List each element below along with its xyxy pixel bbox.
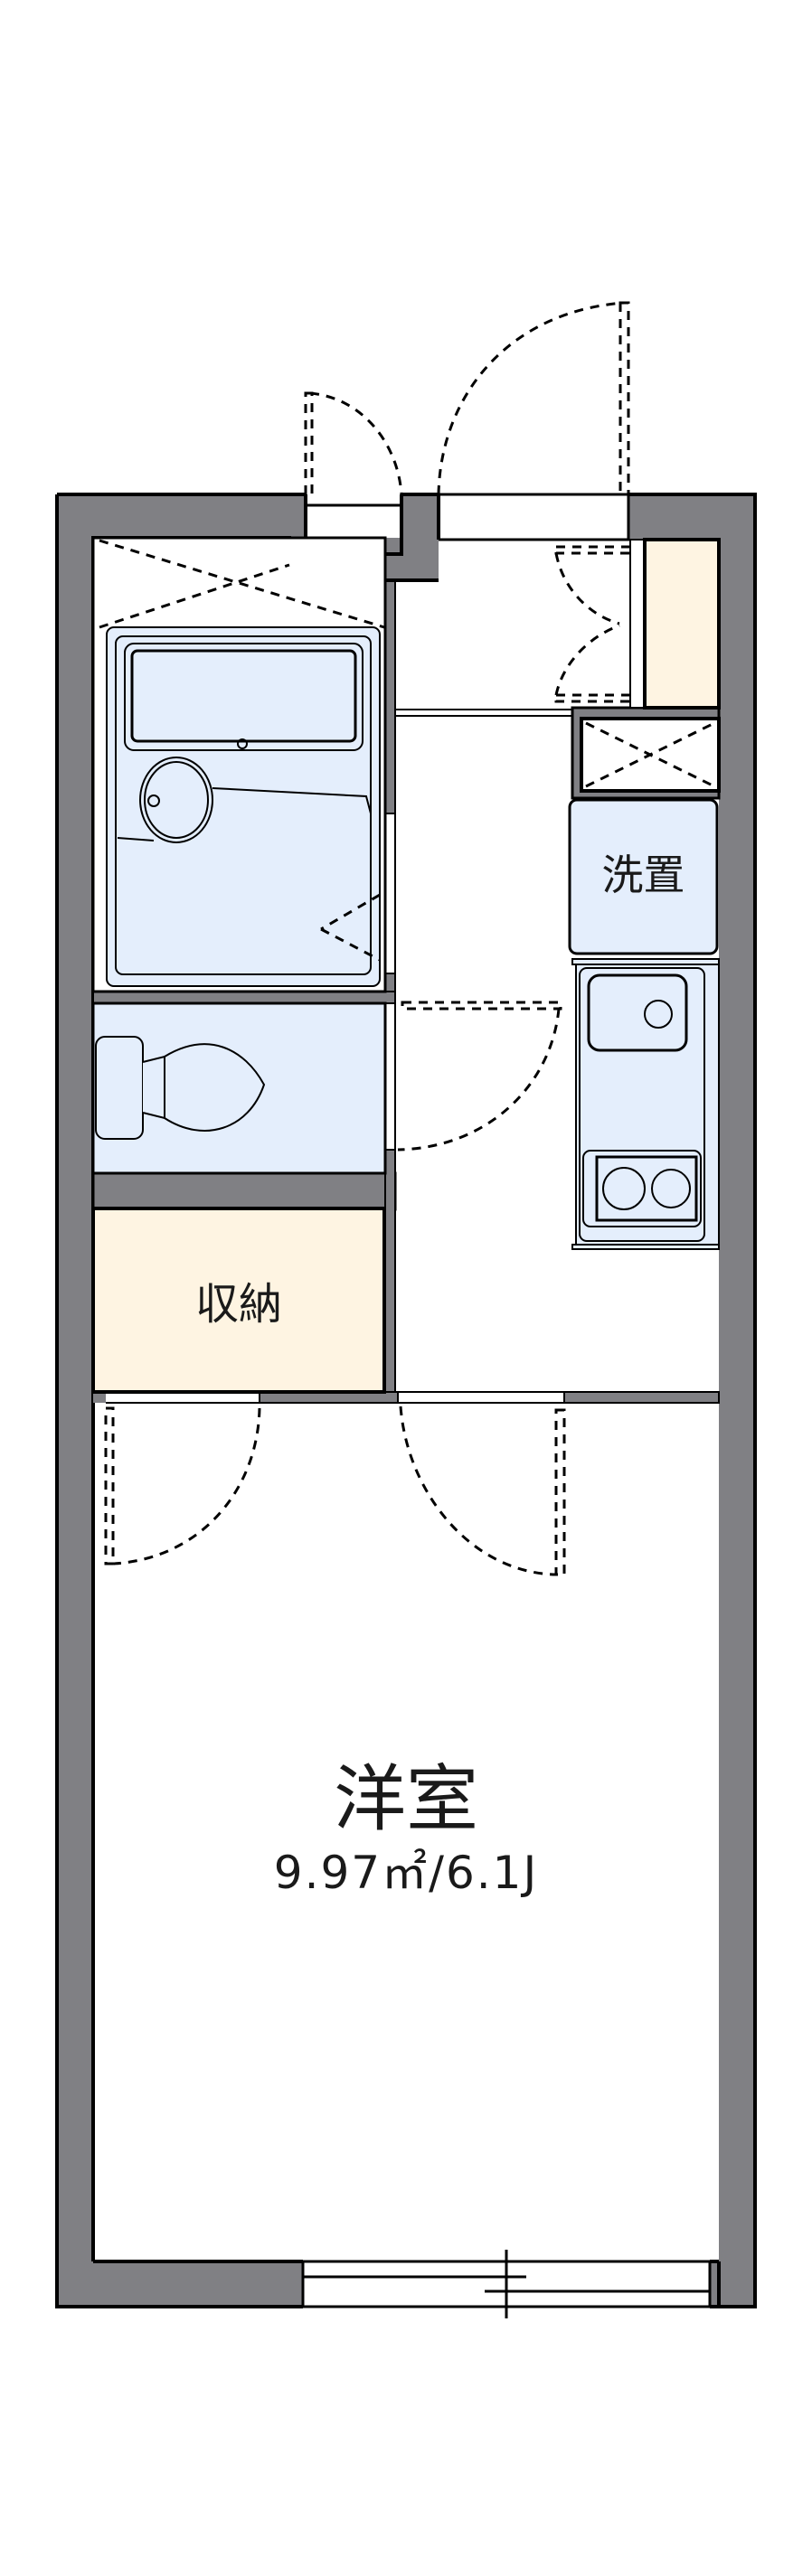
western-room-area: 9.97㎡/6.1J	[273, 1847, 539, 1899]
kitchen-counter	[571, 958, 720, 1250]
unit-bath	[91, 536, 387, 993]
bathtub-icon	[124, 643, 364, 751]
entrance-door[interactable]	[437, 301, 630, 496]
balcony-sliding-window[interactable]	[301, 2250, 712, 2318]
toilet-room	[91, 1001, 387, 1175]
washing-machine-space-icon	[568, 798, 719, 955]
storage-label: 収納	[194, 1279, 282, 1330]
toilet-icon	[95, 1036, 266, 1140]
storage-door[interactable]	[104, 1406, 261, 1565]
shoe-closet-double-door[interactable]	[554, 545, 632, 703]
washer-space-label: 洗置	[601, 851, 685, 899]
toilet-door[interactable]	[397, 1001, 562, 1152]
two-burner-stove-icon	[582, 1150, 702, 1227]
room-door[interactable]	[399, 1406, 566, 1576]
storage-closet	[91, 1207, 386, 1394]
western-room-label: 洋室	[334, 1757, 478, 1841]
meter-box-door[interactable]	[304, 391, 403, 496]
sink-basin-icon	[117, 757, 372, 843]
shoe-closet	[629, 538, 721, 710]
kitchen-sink-icon	[587, 973, 688, 1052]
washer-space-box	[580, 717, 721, 793]
bathroom-door[interactable]	[320, 893, 381, 962]
